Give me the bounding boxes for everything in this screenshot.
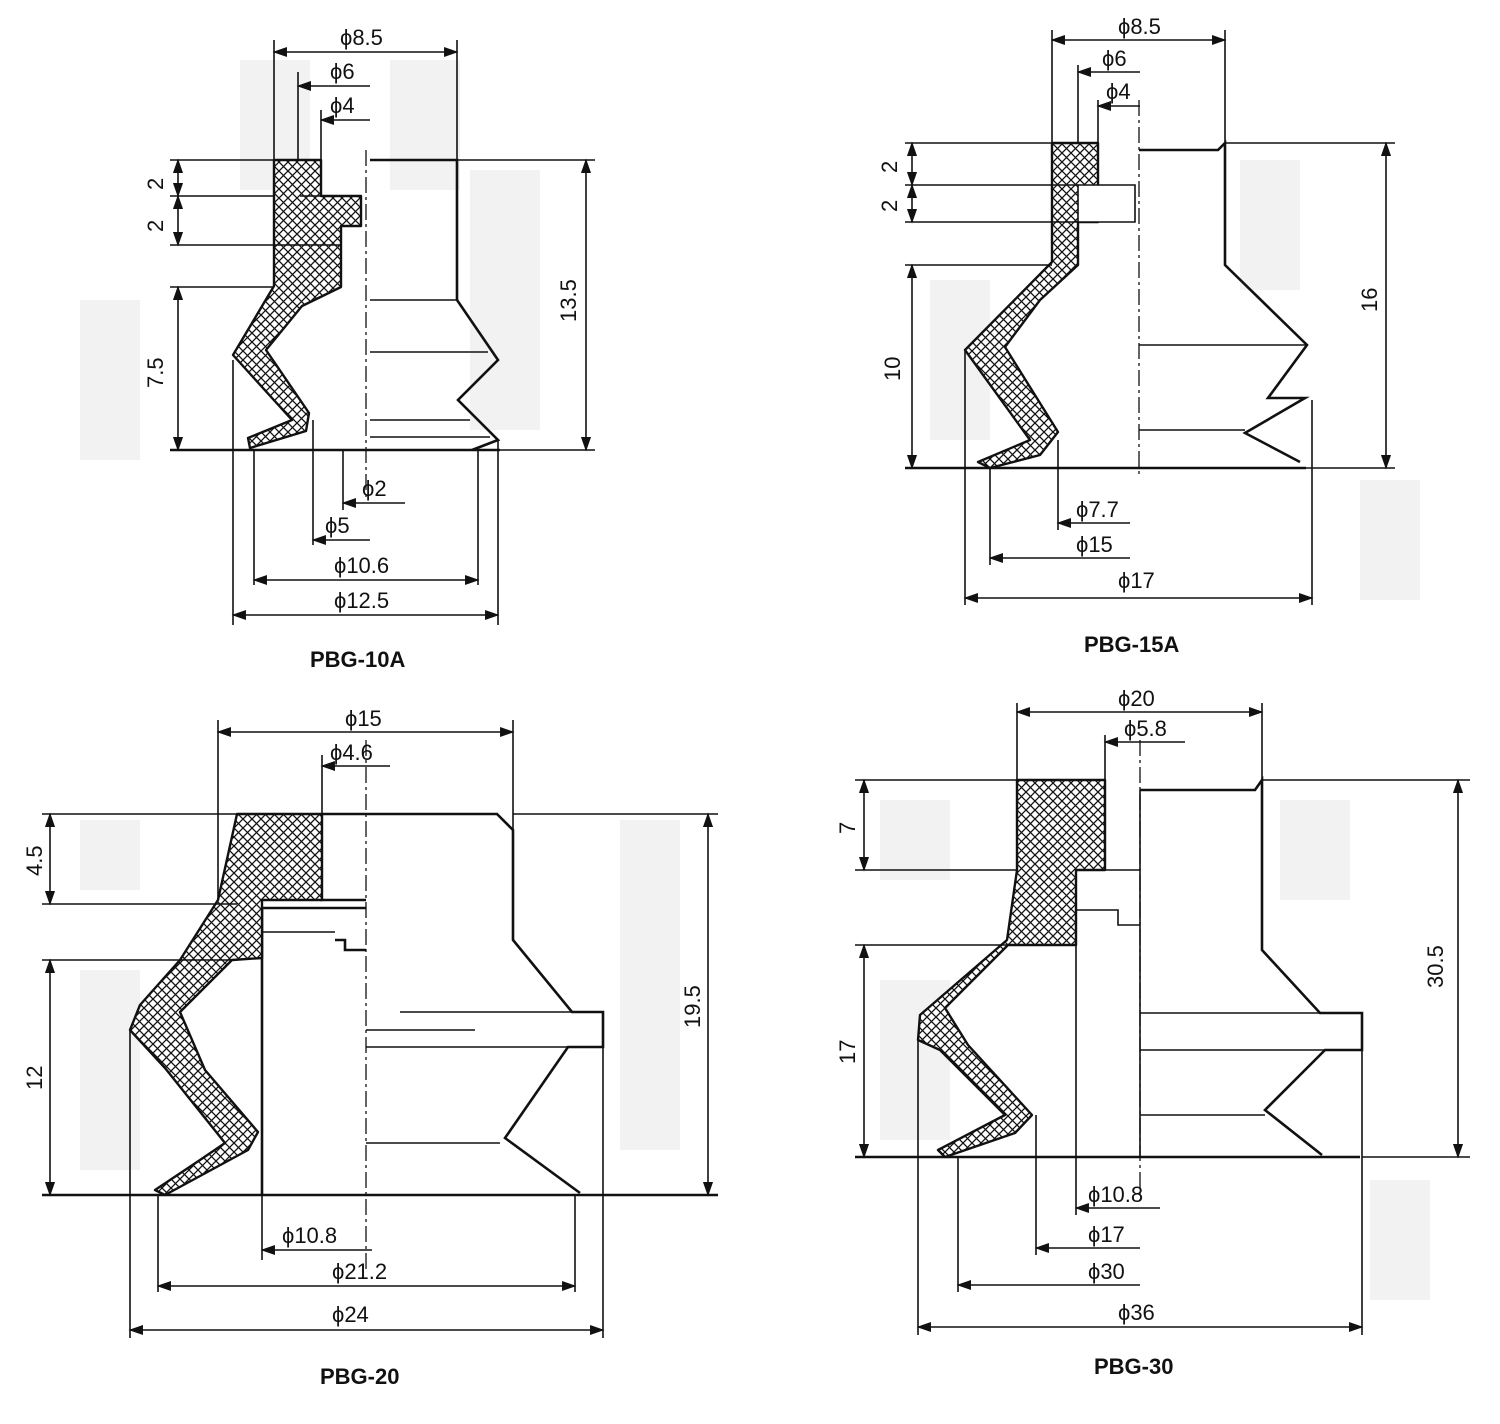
pbg-30-section xyxy=(916,778,1107,1159)
pbg-20-dim-d24: ϕ24 xyxy=(332,1302,369,1327)
pbg-15a-dim-d15: ϕ15 xyxy=(1076,532,1113,557)
pbg-10a-dim-h7-5: 7.5 xyxy=(143,357,168,388)
pbg-15a-dim-d7-7: ϕ7.7 xyxy=(1076,497,1119,522)
pbg-30-dim-d20: ϕ20 xyxy=(1118,686,1155,711)
pbg-15a-dim-h2-top: 2 xyxy=(877,161,902,173)
part-pbg-15a-drawing: ϕ8.5 ϕ6 ϕ4 ϕ7.7 ϕ15 ϕ17 2 2 10 16 PBG-15… xyxy=(877,14,1395,657)
pbg-10a-section xyxy=(231,158,363,450)
pbg-30-title: PBG-30 xyxy=(1094,1354,1173,1379)
pbg-10a-dim-h2-top: 2 xyxy=(143,178,168,190)
pbg-20-dim-d21-2: ϕ21.2 xyxy=(332,1259,387,1284)
pbg-20-dim-h4-5: 4.5 xyxy=(22,845,47,876)
pbg-20-dim-d4-6: ϕ4.6 xyxy=(330,740,373,765)
pbg-10a-dim-d12-5: ϕ12.5 xyxy=(334,588,389,613)
pbg-10a-title: PBG-10A xyxy=(310,647,405,672)
part-pbg-20-drawing: ϕ15 ϕ4.6 ϕ10.8 ϕ21.2 ϕ24 4.5 12 19.5 PBG… xyxy=(22,706,718,1389)
pbg-10a-dim-d10-6: ϕ10.6 xyxy=(334,553,389,578)
pbg-15a-extension-lines xyxy=(905,30,1395,605)
pbg-10a-dim-d5: ϕ5 xyxy=(325,513,350,538)
pbg-20-dim-d10-8: ϕ10.8 xyxy=(282,1223,337,1248)
pbg-30-dim-d10-8: ϕ10.8 xyxy=(1088,1182,1143,1207)
pbg-10a-dim-d4: ϕ4 xyxy=(330,93,355,118)
pbg-20-dimension-lines xyxy=(44,726,714,1336)
pbg-30-dim-h17: 17 xyxy=(835,1040,860,1064)
pbg-30-dim-d30: ϕ30 xyxy=(1088,1259,1125,1284)
pbg-30-dim-h30-5: 30.5 xyxy=(1423,945,1448,988)
pbg-15a-dim-h16: 16 xyxy=(1357,288,1382,312)
pbg-10a-dim-d6: ϕ6 xyxy=(330,59,355,84)
pbg-20-dim-h19-5: 19.5 xyxy=(680,985,705,1028)
pbg-30-dim-d17: ϕ17 xyxy=(1088,1222,1125,1247)
part-pbg-10a-drawing: ϕ8.5 ϕ6 ϕ4 ϕ2 ϕ5 ϕ10.6 ϕ12.5 2 2 7.5 13.… xyxy=(143,25,595,672)
pbg-20-section xyxy=(128,812,324,1197)
pbg-15a-outline xyxy=(905,139,1310,470)
pbg-10a-dim-h13-5: 13.5 xyxy=(556,279,581,322)
pbg-15a-dim-d17: ϕ17 xyxy=(1118,568,1155,593)
pbg-15a-dim-h10: 10 xyxy=(880,357,905,381)
pbg-30-dim-d36: ϕ36 xyxy=(1118,1300,1155,1325)
pbg-15a-dim-d6: ϕ6 xyxy=(1102,46,1127,71)
pbg-10a-extension-lines xyxy=(170,40,595,625)
pbg-10a-dim-d8-5: ϕ8.5 xyxy=(340,25,383,50)
pbg-10a-dimension-lines xyxy=(172,46,592,621)
pbg-20-dim-d15: ϕ15 xyxy=(345,706,382,731)
pbg-20-dim-h12: 12 xyxy=(22,1066,47,1090)
pbg-30-dim-h7: 7 xyxy=(835,822,860,834)
pbg-15a-title: PBG-15A xyxy=(1084,632,1179,657)
pbg-15a-dim-h2-second: 2 xyxy=(877,200,902,212)
pbg-20-title: PBG-20 xyxy=(320,1364,399,1389)
pbg-15a-dimension-lines xyxy=(906,34,1392,604)
pbg-10a-dim-h2-second: 2 xyxy=(143,220,168,232)
part-pbg-30-drawing: ϕ20 ϕ5.8 ϕ10.8 ϕ17 ϕ30 ϕ36 7 17 30.5 PBG… xyxy=(835,686,1470,1379)
pbg-20-extension-lines xyxy=(42,720,718,1338)
pbg-15a-dim-d4: ϕ4 xyxy=(1106,79,1131,104)
pbg-15a-dim-d8-5: ϕ8.5 xyxy=(1118,14,1161,39)
pbg-30-dim-d5-8: ϕ5.8 xyxy=(1124,716,1167,741)
background-watermark xyxy=(80,60,1430,1300)
pbg-30-dimension-lines xyxy=(858,706,1464,1333)
pbg-20-outline xyxy=(42,812,718,1197)
pbg-10a-dim-d2: ϕ2 xyxy=(362,476,387,501)
